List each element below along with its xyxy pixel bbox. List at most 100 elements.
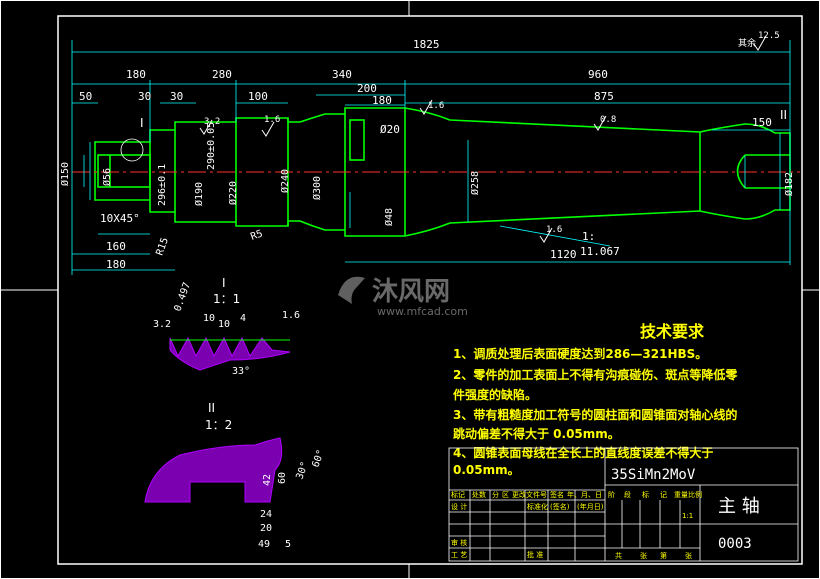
dim-phi220: Ø220 [227,181,239,205]
dim-phi150: Ø150 [59,162,71,186]
tb-label-sign: 签名 [550,490,564,499]
tb-weight: 重量 [674,491,688,499]
tb-part-name: 主 轴 [718,496,760,517]
tb-drawing-no: 0003 [718,536,752,552]
detail-i-dim-16: 1.6 [282,310,300,321]
dim-180-top: 180 [126,68,146,81]
tb-design: 设 计 [451,502,467,511]
dim-30b: 30 [170,90,183,103]
technical-notes: 技术要求 1、调质处理后表面硬度达到286—321HBS。 2、零件的加工表面上… [453,322,738,477]
watermark: 沐风网 www.mfcad.com [338,276,468,318]
detail-ii-dim-30deg: 30° [294,460,311,481]
tb-stage-3: 标 [642,490,649,499]
tb-label-places: 处数 [472,490,486,499]
tb-stage-4: 记 [660,491,667,499]
dim-2905: 290±0.05 [206,122,217,170]
tb-scale-value: 1:1 [682,512,693,520]
dim-phi258: Ø258 [469,171,481,195]
roughness-12-5: 12.5 [758,31,780,41]
roughness-0-8: 0.8 [600,115,616,125]
notes-title: 技术要求 [640,322,705,341]
watermark-logo [338,276,365,304]
dimension-texts: 1825 180 280 340 960 50 30 30 100 200 18… [59,38,795,271]
note-line-2: 2、零件的加工表面上不得有沟痕碰伤、斑点等降低零 [453,367,738,382]
dim-30a: 30 [138,90,151,103]
dim-phi300: Ø300 [311,176,323,200]
tb-sheets-2: 张 [640,551,647,560]
dim-phi240: Ø240 [279,169,291,193]
section-ii-label: II [780,108,787,122]
dim-100: 100 [248,90,268,103]
dim-150: 150 [752,116,772,129]
dim-1120: 1120 [550,248,577,261]
dim-phi56: Ø56 [101,168,113,186]
note-line-7: 0.05mm。 [453,463,520,477]
watermark-brand: 沐风网 [372,277,450,307]
tb-sheets-4: 张 [685,551,692,560]
tb-stage-1: 阶 [608,490,615,499]
section-i-label: I [140,116,144,130]
dim-200: 200 [357,82,377,95]
detail-ii: II 1：2 60° 30° 60 42 24 20 49 5 [144,401,327,550]
tb-signature: (签名) [550,502,570,511]
tb-date: (年月日) [577,502,604,511]
dim-50: 50 [79,90,92,103]
dim-overall: 1825 [413,38,440,51]
tb-label-date: 年、月、日 [567,490,602,499]
detail-i-scale: 1：1 [213,292,240,306]
detail-ii-dim-49: 49 [258,539,270,550]
tb-sheets-1: 共 [615,551,622,560]
dim-phi20: Ø20 [380,123,400,136]
detail-i-dim-33: 33° [232,366,250,377]
tb-standard: 标准化 [527,502,548,511]
detail-i-title: I [222,276,226,290]
tb-material: 35SiMn2MoV [611,467,696,483]
dim-180-mid: 180 [372,94,392,107]
tb-label-doc: 更改文件号 [512,490,547,499]
dim-phi182: Ø182 [783,172,795,196]
section-i-circle [120,138,144,162]
roughness-1-6a: 1.6 [264,115,280,125]
detail-i-dim-0497: 0.497 [172,281,193,313]
title-block-text: 35SiMn2MoV 主 轴 0003 标记 处数 分 区 更改文件号 签名 年… [451,467,760,560]
detail-ii-dim-60deg: 60° [310,448,327,469]
tb-process: 工 艺 [451,551,467,559]
dim-phi48: Ø48 [383,208,395,226]
tb-ratio: 比例 [688,490,702,499]
detail-ii-title: II [208,401,215,415]
dim-r5: R5 [249,228,264,242]
dim-taper: 11.067 [580,245,620,258]
detail-ii-dim-20: 20 [260,523,272,534]
dim-960: 960 [588,68,608,81]
detail-i: I 1：1 0.497 3.2 10 10 4 1.6 33° [153,276,300,377]
title-block [448,447,799,562]
dim-180-bot: 180 [106,258,126,271]
dim-296: 296±0.1 [157,164,168,206]
dim-chamfer: 10X45° [100,212,140,225]
roughness-1-6c: 1.6 [546,225,562,235]
detail-ii-dim-24: 24 [260,509,272,520]
detail-i-dim-10b: 10 [218,319,230,330]
dim-taper-ratio: 1: [582,230,595,243]
roughness-3-2: 3.2 [204,117,220,127]
roughness-rest: 其余 [738,37,756,49]
roughness-1-6b: 1.6 [428,101,444,111]
detail-i-dim-32: 3.2 [153,319,171,330]
tb-sheets-3: 第 [660,551,667,560]
detail-ii-scale: 1：2 [205,418,232,432]
tb-label-mark: 标记 [451,490,465,499]
tb-stage-2: 段 [624,490,631,499]
dim-phi190: Ø190 [193,182,205,206]
detail-ii-dim-5: 5 [285,539,291,550]
dim-160: 160 [106,240,126,253]
note-line-6: 4、圆锥表面母线在全长上的直线度误差不得大于 [453,445,713,460]
dimension-lines [71,40,791,275]
note-line-5: 跳动偏差不得大于 0.05mm。 [453,426,620,441]
detail-i-dim-10a: 10 [203,313,215,324]
note-line-1: 1、调质处理后表面硬度达到286—321HBS。 [453,346,707,361]
dim-875: 875 [594,90,614,103]
roughness-symbols: 3.2 1.6 1.6 0.8 1.6 12.5 其余 [199,31,780,243]
note-line-4: 3、带有粗糙度加工符号的圆柱面和圆锥面对轴心线的 [453,407,737,422]
dim-280: 280 [212,68,232,81]
